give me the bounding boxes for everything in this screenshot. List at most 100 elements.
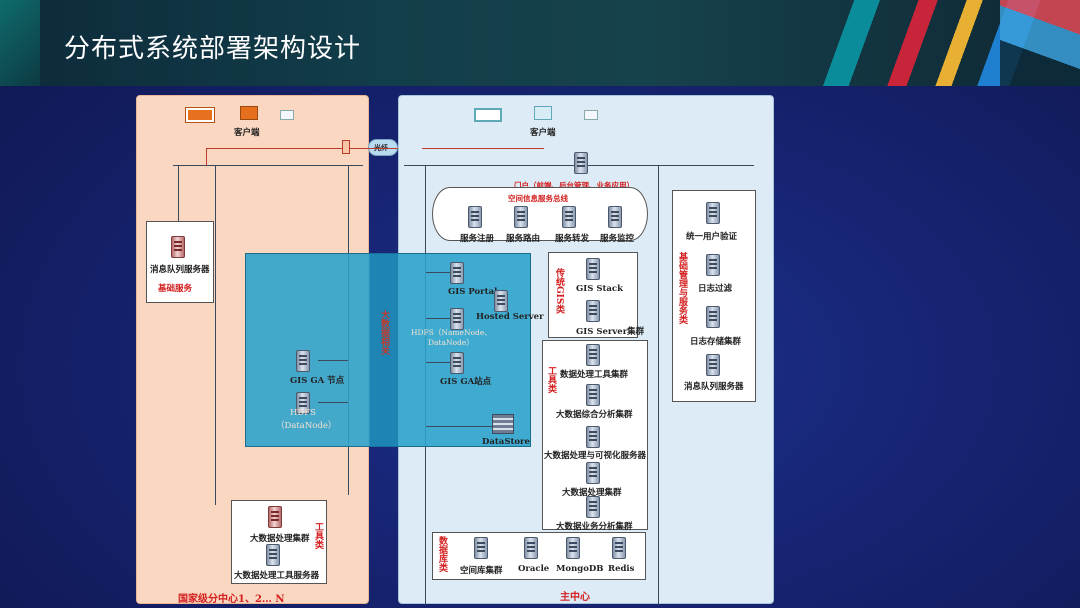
gis-ga-node-icon <box>296 350 310 372</box>
bus-item-label: 服务监控 <box>600 234 635 244</box>
overlay-link-6 <box>426 426 492 427</box>
left-bus-v2 <box>215 165 216 505</box>
decor-stripe <box>0 0 40 86</box>
header-band: 分布式系统部署架构设计 <box>0 0 1080 86</box>
tool-icon <box>586 462 600 484</box>
laptop-icon <box>280 110 294 120</box>
fiber-line <box>350 148 414 149</box>
left-bus-v1 <box>178 165 179 221</box>
traditional-gis-label: 传统GIS类 <box>554 268 564 314</box>
overlay-link-3 <box>426 272 450 273</box>
tool-icon <box>586 344 600 366</box>
bigdata-divider <box>370 253 398 447</box>
tool-label: 大数据处理与可视化服务器 <box>544 451 647 461</box>
fiber-label: 光纤 <box>374 143 388 153</box>
base-item-icon <box>706 254 720 276</box>
tool-label: 大数据综合分析集群 <box>556 410 633 420</box>
hdfs-name-label-2: DataNode） <box>428 338 474 347</box>
bigdata-vertical-label: 大数据相关 <box>379 310 389 355</box>
left-tool-type: 工具类 <box>313 522 323 549</box>
decor-stripe <box>1000 0 1080 86</box>
base-item-label: 消息队列服务器 <box>684 382 744 392</box>
gis-ga-node-label: GIS GA 节点 <box>290 376 345 386</box>
base-item-label: 统一用户验证 <box>686 232 738 242</box>
tool-server-label: 大数据处理工具服务器 <box>234 571 320 581</box>
left-net-line <box>173 165 363 166</box>
db-label: Oracle <box>518 564 550 574</box>
datastore-label: DataStore <box>482 437 530 447</box>
gis-portal-label: GIS Portal <box>448 287 498 297</box>
bus-title: 空间信息服务总线 <box>508 194 568 203</box>
page-title: 分布式系统部署架构设计 <box>64 34 362 64</box>
bus-item-icon <box>608 206 622 228</box>
tools-type-label: 工具类 <box>546 366 556 393</box>
mq-server-label: 消息队列服务器 <box>150 265 210 275</box>
fiber-cloud <box>368 139 398 156</box>
hosted-server-icon <box>494 290 508 312</box>
tool-icon <box>586 496 600 518</box>
left-client-link <box>206 148 346 149</box>
base-item-icon <box>706 354 720 376</box>
base-mgmt-label: 基础管理与服务类 <box>677 252 687 324</box>
db-label: Redis <box>608 564 635 574</box>
bus-item-icon <box>468 206 482 228</box>
hdfs-label: HDFS <box>290 408 316 418</box>
db-icon <box>612 537 626 559</box>
tool-cluster-icon <box>268 506 282 528</box>
overlay-link-2 <box>318 402 348 403</box>
gis-ga-site-label: GIS GA站点 <box>440 377 492 387</box>
tool-cluster-label: 大数据处理集群 <box>250 534 310 544</box>
right-client-label: 客户端 <box>530 128 556 138</box>
bus-item-icon <box>514 206 528 228</box>
firewall-icon-left <box>342 140 350 154</box>
gis-portal-icon <box>450 262 464 284</box>
gis-ga-site-icon <box>450 352 464 374</box>
db-label: 空间库集群 <box>460 566 503 576</box>
tool-label: 数据处理工具集群 <box>560 370 629 380</box>
overlay-link-4 <box>426 318 450 319</box>
laptop-icon-right <box>584 110 598 120</box>
hdfs-name-icon <box>450 308 464 330</box>
tool-icon <box>586 384 600 406</box>
base-item-icon <box>706 306 720 328</box>
datastore-icon <box>492 414 514 434</box>
tool-label: 大数据业务分析集群 <box>556 522 633 532</box>
tool-label: 大数据处理集群 <box>562 488 622 498</box>
database-box <box>432 532 646 580</box>
base-item-label: 日志存储集群 <box>690 337 742 347</box>
base-item-label: 日志过滤 <box>698 284 733 294</box>
db-type-label: 数据库类 <box>437 536 447 572</box>
gis-server-label: GIS Server集群 <box>576 327 645 337</box>
gis-stack-icon <box>586 258 600 280</box>
db-label: MongoDB <box>556 564 604 574</box>
left-client-drop <box>206 148 207 166</box>
mq-server-box <box>146 221 214 303</box>
hdfs-node-icon <box>296 392 310 414</box>
gis-stack-label: GIS Stack <box>576 284 623 294</box>
portal-label: 门户（前端、后台管理、业务应用） <box>514 181 634 190</box>
db-icon <box>474 537 488 559</box>
base-item-icon <box>706 202 720 224</box>
bus-item-label: 服务转发 <box>555 234 590 244</box>
bus-item-icon <box>562 206 576 228</box>
hdfs-data-label: （DataNode） <box>276 421 337 431</box>
bus-item-label: 服务路由 <box>506 234 541 244</box>
tool-server-icon <box>266 544 280 566</box>
base-service-label: 基础服务 <box>158 284 193 294</box>
mq-server-icon <box>171 236 185 258</box>
projector-icon-right <box>474 108 502 122</box>
right-client-link <box>422 148 544 149</box>
desktop-icon <box>240 106 258 120</box>
overlay-link-1 <box>318 360 348 361</box>
overlay-link-5 <box>426 362 450 363</box>
right-bus-v2 <box>658 165 659 605</box>
left-client-label: 客户端 <box>234 128 260 138</box>
projector-icon <box>186 108 214 122</box>
left-zone-footer: 国家级分中心1、2… N <box>178 594 285 605</box>
right-zone-footer: 主中心 <box>560 592 590 603</box>
db-icon <box>566 537 580 559</box>
tool-icon <box>586 426 600 448</box>
hosted-server-label: Hosted Server <box>476 312 544 322</box>
desktop-icon-right <box>534 106 552 120</box>
db-icon <box>524 537 538 559</box>
